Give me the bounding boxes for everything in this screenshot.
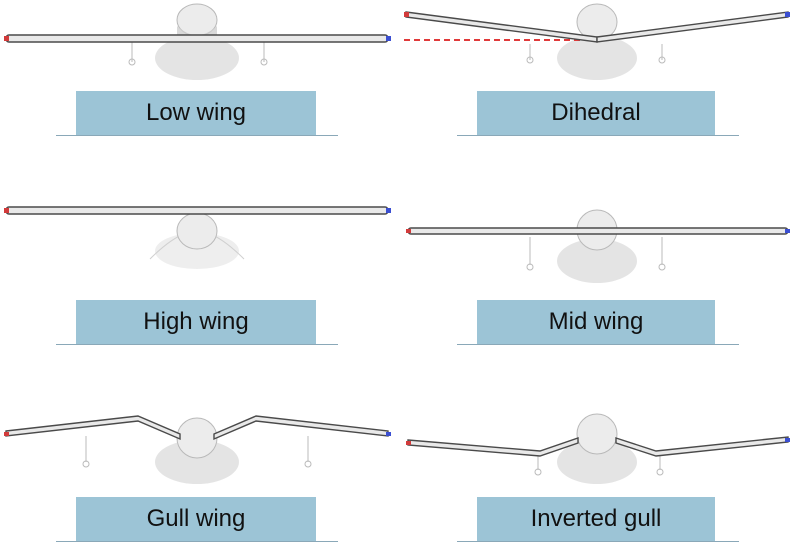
wheel-left: [526, 56, 534, 64]
fuselage: [176, 417, 218, 459]
label-box: Inverted gull: [477, 497, 715, 541]
wing-right: [213, 415, 389, 441]
label-box: Gull wing: [76, 497, 316, 541]
gull-wing-illustration: [4, 415, 391, 484]
fuselage: [176, 212, 218, 250]
panel-label: Dihedral: [551, 99, 641, 126]
panel-high-wing: High wing: [0, 181, 398, 362]
panel-inverted-gull: Inverted gull: [398, 362, 796, 543]
wing: [407, 227, 789, 235]
wingtip-left: [406, 229, 411, 233]
baseline: [457, 344, 739, 345]
panel-label: Inverted gull: [530, 505, 662, 532]
label-box: High wing: [76, 300, 316, 344]
panel-gull-wing: Gull wing: [0, 362, 398, 543]
wheel-right: [304, 460, 312, 468]
wingtip-right: [386, 208, 391, 213]
label-box: Mid wing: [477, 300, 715, 344]
label-box: Dihedral: [477, 91, 715, 135]
wingtip-left: [406, 441, 411, 445]
panel-label: Low wing: [145, 99, 247, 126]
panel-label: High wing: [143, 308, 249, 335]
wheel-right: [658, 56, 666, 64]
wing-left: [407, 437, 579, 457]
wing-left: [5, 415, 181, 441]
ground-shadow: [557, 239, 637, 283]
wing-right: [615, 436, 789, 457]
wingtip-right: [785, 229, 790, 233]
ground-shadow: [155, 440, 239, 484]
label-box: Low wing: [76, 91, 316, 135]
wheel-left: [128, 58, 136, 66]
wing-left: [405, 11, 598, 43]
wheel-left: [82, 460, 90, 468]
wheel-left: [534, 468, 542, 476]
panel-low-wing: Low wing: [0, 0, 398, 181]
ground-shadow: [155, 233, 239, 269]
baseline: [56, 135, 338, 136]
wheel-left: [526, 263, 534, 271]
wingtip-right: [785, 438, 790, 442]
inverted-gull-illustration: [406, 413, 790, 484]
wingtip-left: [4, 208, 9, 213]
baseline: [56, 344, 338, 345]
panel-mid-wing: Mid wing: [398, 181, 796, 362]
panel-label: Gull wing: [146, 505, 246, 532]
mid-wing-illustration: [406, 209, 790, 283]
wingtip-left: [4, 432, 9, 436]
baseline: [457, 135, 739, 136]
panel-label: Mid wing: [548, 308, 644, 335]
wing: [5, 34, 389, 43]
ground-shadow: [557, 440, 637, 484]
wingtip-right: [785, 12, 790, 17]
wingtip-left: [404, 12, 409, 17]
wheel-right: [260, 58, 268, 66]
wing: [5, 206, 389, 215]
baseline: [457, 541, 739, 542]
ground-shadow: [155, 36, 239, 80]
wing-right: [596, 11, 789, 43]
dihedral-illustration: [404, 3, 790, 80]
wingtip-right: [386, 432, 391, 436]
wingtip-right: [386, 36, 391, 41]
high-wing-illustration: [4, 206, 391, 269]
fuselage: [576, 413, 618, 455]
baseline: [56, 541, 338, 542]
wingtip-left: [4, 36, 9, 41]
low-wing-illustration: [4, 3, 391, 80]
wheel-right: [658, 263, 666, 271]
wheel-right: [656, 468, 664, 476]
panel-dihedral: Dihedral: [398, 0, 796, 181]
ground-shadow: [557, 36, 637, 80]
